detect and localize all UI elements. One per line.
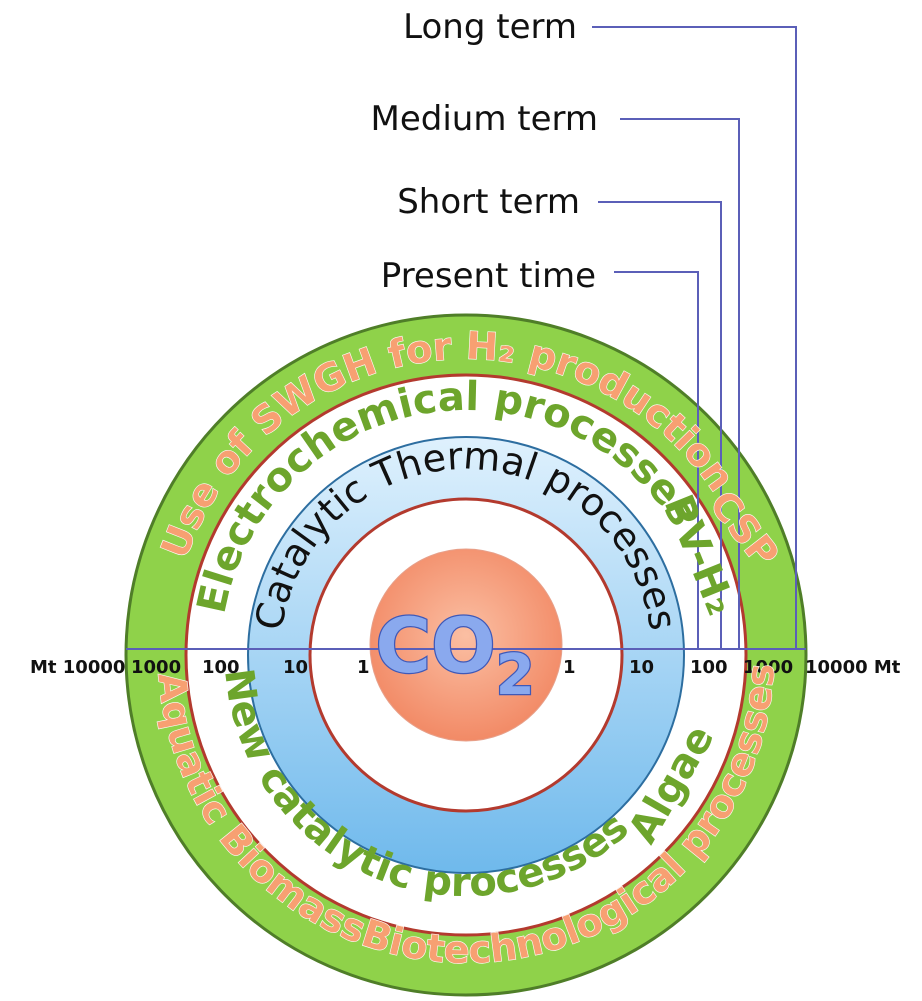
co2-main: CO bbox=[375, 601, 495, 690]
co2-subscript: 2 bbox=[496, 643, 535, 708]
axis-right-10: 10 bbox=[629, 657, 654, 678]
term-label-medium: Medium term bbox=[370, 99, 598, 139]
axis-left-1000: 1000 bbox=[131, 657, 181, 678]
axis-left-1: 1 bbox=[357, 657, 370, 678]
medium-term-connector bbox=[620, 118, 740, 649]
present-time-connector bbox=[614, 271, 699, 649]
term-label-present: Present time bbox=[381, 256, 596, 296]
co2-core bbox=[369, 548, 563, 742]
long-term-connector bbox=[592, 26, 797, 649]
short-term-connector bbox=[598, 201, 722, 649]
term-label-short: Short term bbox=[397, 182, 580, 222]
axis-right-10000: 10000 Mt bbox=[805, 657, 901, 678]
axis-right-1: 1 bbox=[563, 657, 576, 678]
axis-right-1000: 1000 bbox=[743, 657, 793, 678]
axis-right-100: 100 bbox=[690, 657, 728, 678]
axis-left-10: 10 bbox=[283, 657, 308, 678]
axis-left-10000: Mt 10000 bbox=[30, 657, 125, 678]
axis-left-100: 100 bbox=[202, 657, 240, 678]
term-label-long: Long term bbox=[403, 7, 577, 47]
co2-label: CO2 bbox=[375, 601, 534, 708]
